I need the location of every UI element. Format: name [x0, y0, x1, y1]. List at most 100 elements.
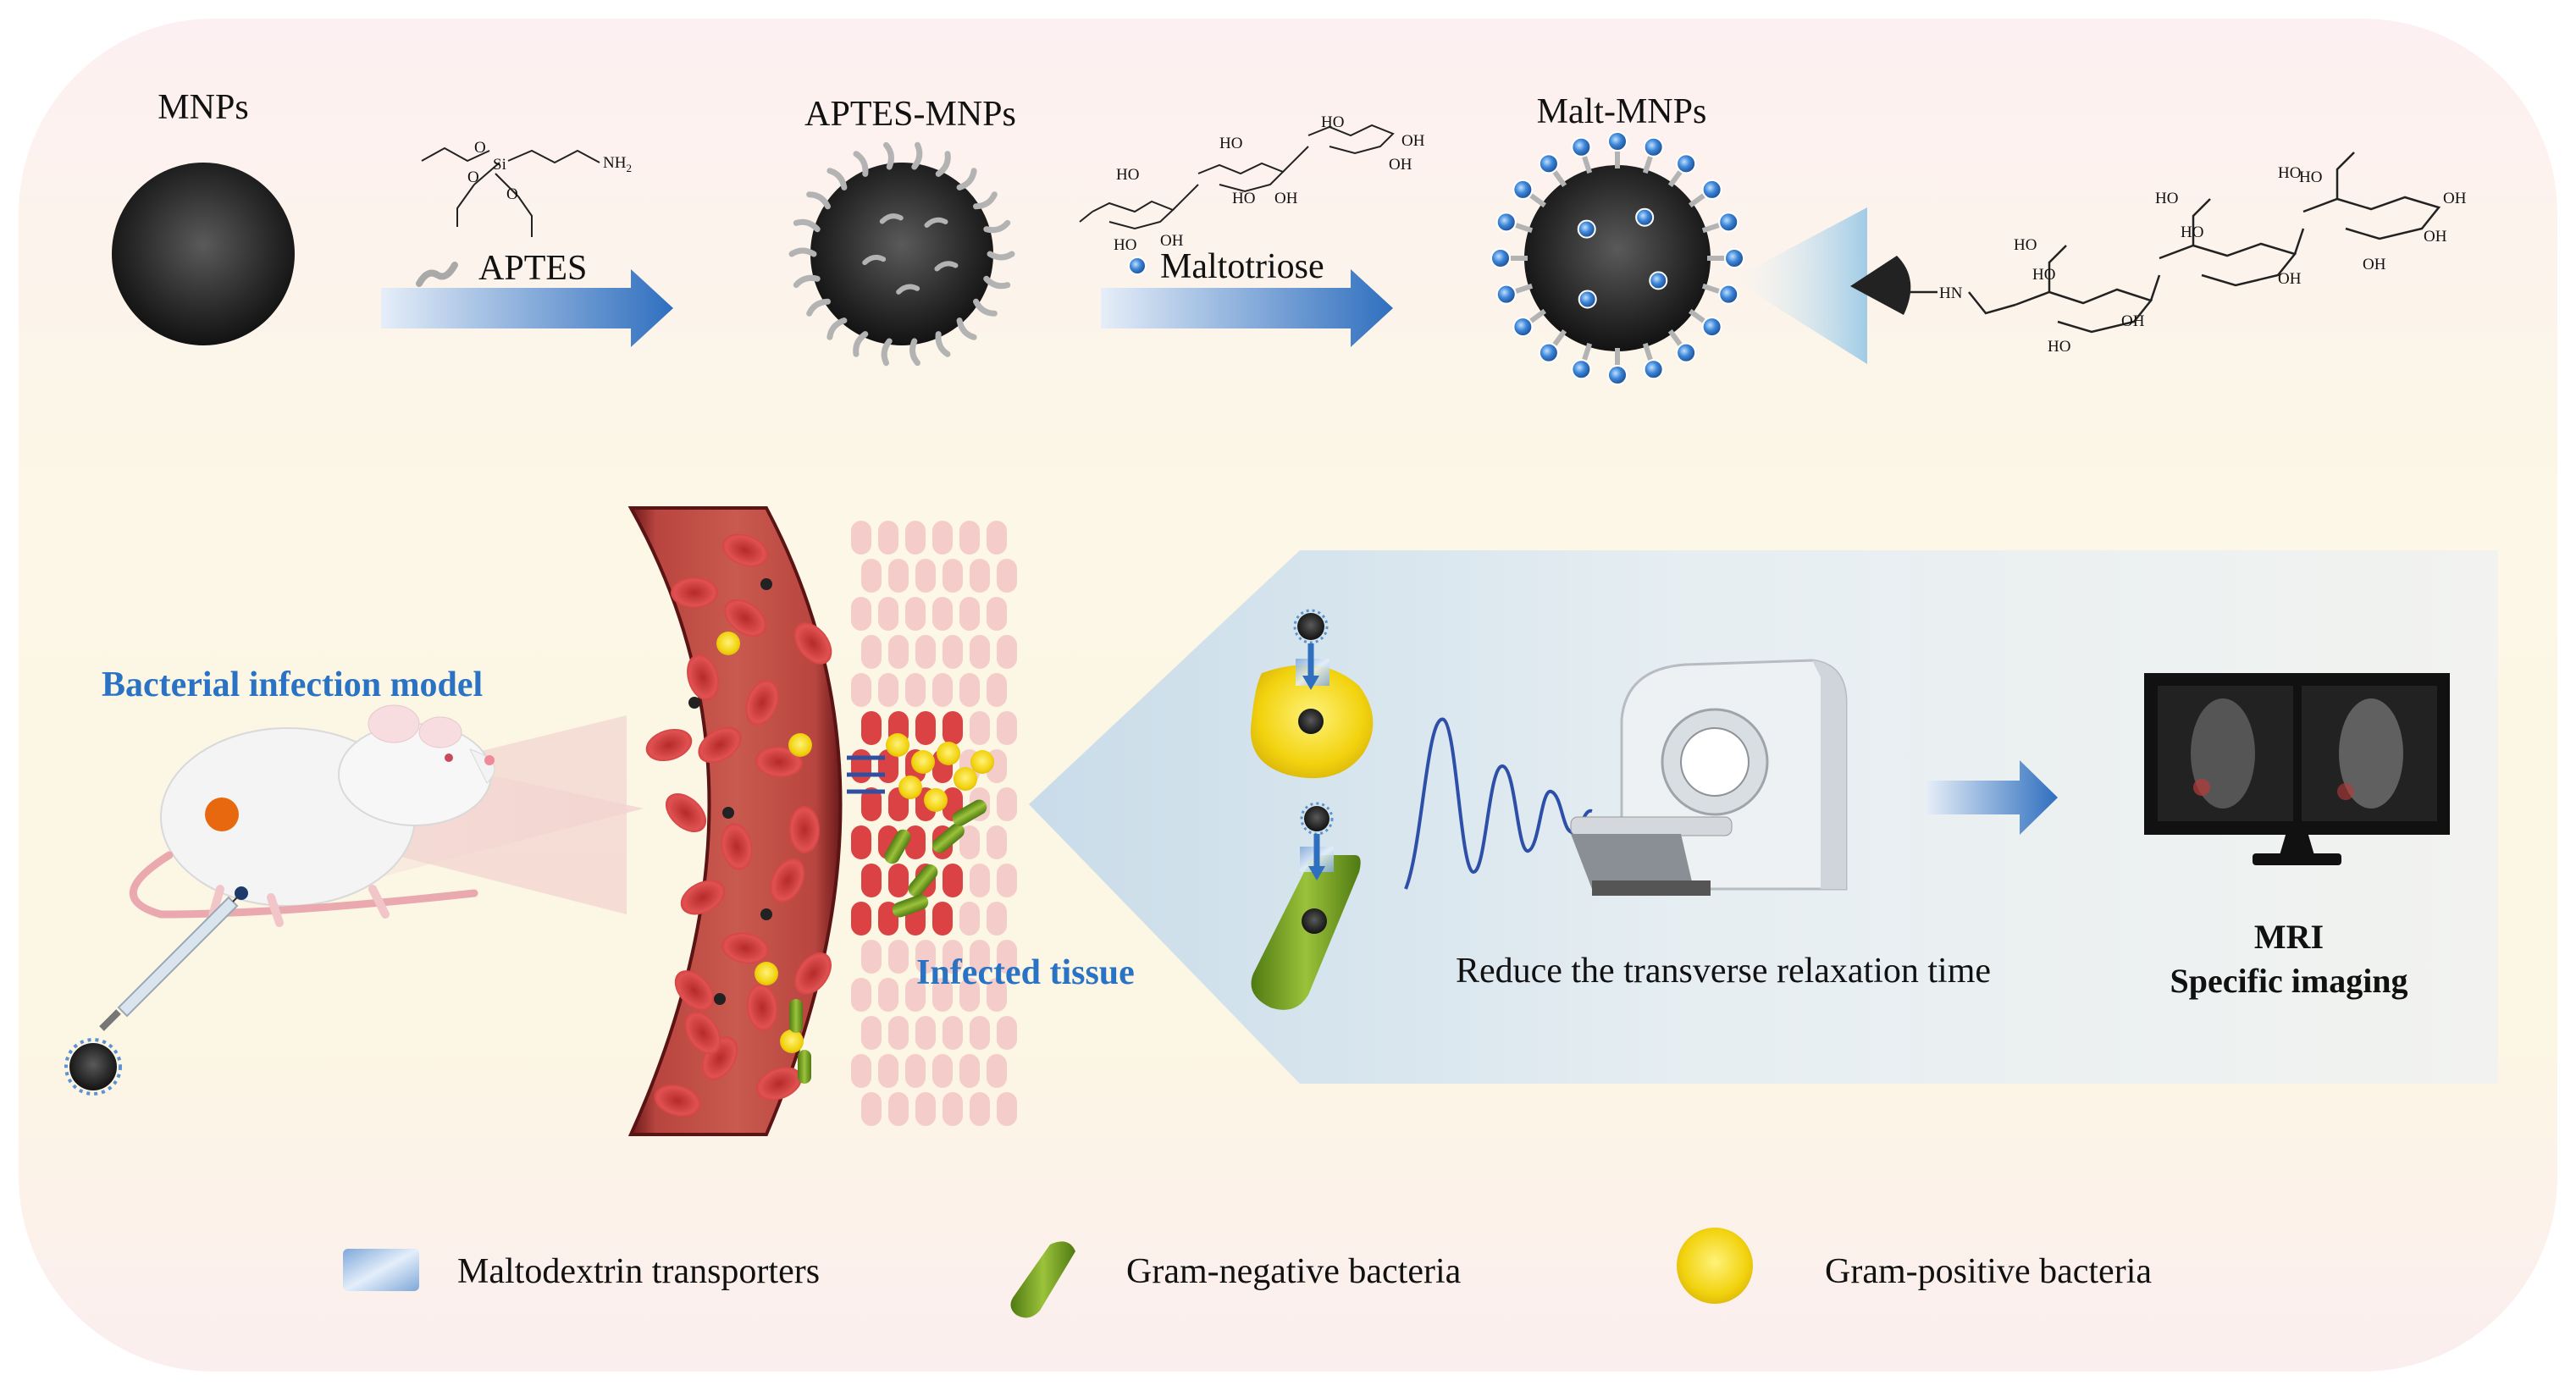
tissue-cell	[905, 597, 926, 631]
tissue-cell	[970, 940, 990, 974]
zoom-ho-4: HO	[2155, 190, 2178, 207]
blood-vessel	[627, 506, 843, 1136]
legend-gram-positive-label: Gram-positive bacteria	[1825, 1252, 2152, 1291]
tissue-cell	[970, 559, 990, 593]
zoom-ho-6: HO	[2299, 168, 2322, 186]
nanoparticle-in-vessel	[714, 993, 726, 1005]
aptes-linker	[788, 247, 817, 257]
gram-positive-in-tissue	[970, 750, 994, 774]
maltotriose-dot	[1495, 284, 1517, 305]
tissue-cell	[888, 1016, 909, 1050]
aptes-linker	[853, 151, 869, 177]
malt-linker	[1667, 170, 1683, 188]
tissue-cell	[851, 902, 871, 936]
tissue-cell	[997, 1016, 1017, 1050]
tissue-cell	[997, 559, 1017, 593]
legend: Maltodextrin transporters Gram-negative …	[343, 1228, 2152, 1318]
gram-negative-in-vessel	[789, 999, 803, 1033]
aptes-si: Si	[493, 156, 506, 174]
maltotriose-dot-surface	[1635, 207, 1655, 227]
synthesis-row: MNPs Si O O O NH2 APTES APTES-MNPs	[112, 88, 2467, 385]
gram-positive-in-tissue	[898, 776, 922, 799]
aptes-mnps-label: APTES-MNPs	[804, 95, 1016, 134]
legend-gram-positive-icon	[1677, 1228, 1753, 1304]
zoom-ho-2: HO	[2032, 266, 2055, 284]
tissue-cell	[888, 940, 909, 974]
aptes-linker-icon	[416, 262, 458, 287]
tissue-cell	[997, 864, 1017, 897]
tissue-cell	[987, 597, 1007, 631]
mouse-illustration	[130, 704, 495, 927]
malt-linker	[1552, 170, 1567, 188]
malt-oh-1: OH	[1160, 232, 1184, 250]
gram-negative-in-tissue	[932, 823, 965, 853]
tissue-cell	[878, 673, 898, 707]
tissue-cell	[851, 597, 871, 631]
zoom-ho-5: HO	[2181, 224, 2203, 241]
aptes-linker	[826, 168, 848, 190]
gram-positive-in-tissue	[937, 742, 960, 765]
aptes-linker	[972, 298, 998, 317]
relaxation-label: Reduce the transverse relaxation time	[1456, 952, 1991, 991]
malt-linker	[1515, 283, 1534, 294]
tissue-cell	[905, 978, 926, 1012]
red-blood-cell	[687, 654, 719, 701]
malt-ho-1: HO	[1116, 166, 1139, 184]
tissue-cell	[959, 673, 980, 707]
tissue-cell	[915, 559, 936, 593]
mnps-label: MNPs	[158, 88, 248, 127]
mnp-particle	[112, 163, 295, 345]
gram-positive-in-tissue	[886, 733, 909, 757]
zoom-oh-4: OH	[2424, 228, 2447, 246]
aptes-linker-surface	[896, 284, 920, 295]
aptes-linker	[911, 141, 923, 170]
maltotriose-label: Maltotriose	[1160, 247, 1324, 286]
tissue-cell	[943, 711, 963, 745]
tissue-cell	[905, 1054, 926, 1088]
maltotriose-dot	[1676, 342, 1697, 363]
tissue-cell	[932, 978, 953, 1012]
malt-linker	[1529, 193, 1547, 208]
maltotriose-dot	[1718, 212, 1739, 233]
aptes-linker-surface	[934, 261, 959, 272]
malt-oh-2: OH	[1274, 190, 1298, 207]
red-blood-cell	[794, 952, 832, 996]
tissue-cell	[987, 902, 1007, 936]
maltotriose-dot	[1724, 248, 1744, 268]
aptes-linker	[881, 338, 893, 367]
specific-imaging-label: Specific imaging	[2170, 962, 2407, 1000]
maltotriose-dot-surface	[1577, 219, 1596, 239]
tissue-cells	[847, 521, 1017, 1126]
gram-negative-in-vessel	[798, 1050, 811, 1084]
aptes-linker	[987, 251, 1015, 261]
red-blood-cell	[645, 728, 693, 762]
malt-linker	[1582, 342, 1593, 361]
infected-tissue-label: Infected tissue	[916, 953, 1135, 992]
aptes-linker	[806, 298, 832, 317]
particle-wedge-icon	[1850, 256, 1911, 315]
maltotriose-dot	[1643, 359, 1664, 380]
nanoparticle-in-vessel	[760, 908, 772, 920]
tissue-cell	[851, 978, 871, 1012]
maltotriose-dot-surface	[1649, 271, 1668, 290]
malt-ho-5: HO	[1232, 190, 1255, 207]
aptes-linker	[956, 317, 977, 340]
tissue-cell	[851, 749, 871, 783]
zoom-oh-5: OH	[2363, 256, 2386, 273]
zoom-oh-3: OH	[2443, 190, 2467, 207]
tissue-cell	[959, 825, 980, 859]
tissue-cell	[888, 635, 909, 669]
gram-positive-in-tissue	[911, 750, 935, 774]
gram-positive-in-tissue	[954, 767, 977, 791]
maltotriose-dot	[1676, 153, 1697, 174]
zoom-oh-1: OH	[2121, 312, 2145, 330]
tissue-cell	[888, 864, 909, 897]
red-blood-cell	[724, 599, 766, 638]
tissue-cell	[851, 673, 871, 707]
maltotriose-structure	[1079, 124, 1395, 230]
red-blood-cell	[746, 984, 778, 1031]
maltotriose-dot	[1490, 248, 1511, 268]
aptes-label: APTES	[478, 249, 587, 288]
tissue-cell	[943, 940, 963, 974]
